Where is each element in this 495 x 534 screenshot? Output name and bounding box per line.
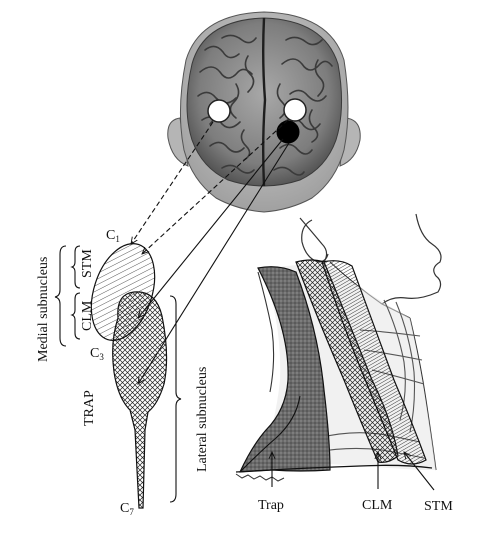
sternomastoid-muscle — [321, 260, 427, 465]
c1-label: C1 — [106, 228, 120, 244]
spinal-nucleus-schematic — [90, 243, 168, 509]
medial-subnucleus-ellipse — [90, 243, 156, 341]
right-cortical-area-open — [283, 98, 307, 122]
trap-nucleus-label: TRAP — [82, 390, 97, 426]
neck-trap-label: Trap — [258, 498, 284, 513]
skin-edge — [235, 473, 285, 482]
left-ear — [167, 117, 189, 167]
neck-clm-label: CLM — [362, 498, 393, 513]
stm-pointer — [404, 452, 435, 491]
stm-nucleus-label: STM — [80, 249, 95, 278]
dashed-projection-arrow-left — [131, 121, 214, 244]
lateral-subnucleus-bracket — [169, 295, 182, 503]
lateral-subnucleus-label: Lateral subnucleus — [195, 367, 210, 472]
left-cortical-area-open — [207, 99, 231, 123]
head-illustration — [167, 11, 361, 213]
neck-front-outline — [409, 317, 437, 471]
longitudinal-fissure — [262, 17, 267, 187]
neck-stm-label: STM — [424, 499, 453, 514]
c3-label: C3 — [90, 346, 104, 362]
neck-back-outline — [257, 271, 275, 393]
face-outline — [299, 213, 442, 305]
trapezius-muscle — [239, 266, 331, 473]
solid-projection-arrow-upper — [138, 138, 284, 318]
trapezius-lower-edge — [239, 395, 301, 473]
medial-subnucleus-brackets — [54, 245, 81, 347]
clavicle-line — [235, 464, 433, 473]
neck-illustration — [235, 213, 442, 491]
dashed-projection-arrow-right — [142, 119, 289, 254]
c7-label: C7 — [120, 501, 134, 517]
right-cortical-area-filled — [276, 120, 300, 144]
ear-outline — [301, 219, 329, 263]
clm-nucleus-label: CLM — [80, 300, 95, 331]
medial-subnucleus-label: Medial subnucleus — [36, 257, 51, 362]
